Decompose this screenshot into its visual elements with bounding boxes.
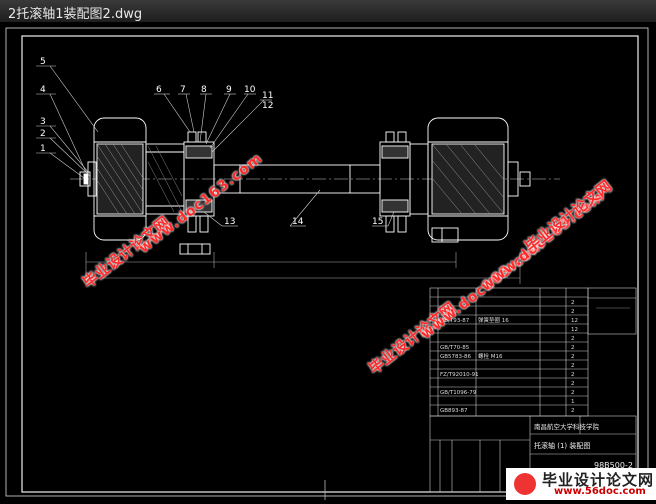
cad-drawing: 5 4 3 2 1 6 7 8 9 10 11 12 13 14 15 — [5, 27, 649, 500]
part-qty: 2 — [571, 408, 575, 414]
balloon-6: 6 — [156, 85, 162, 95]
balloon-11: 11 — [262, 91, 273, 101]
part-qty: 12 — [571, 327, 578, 333]
part-name: 螺栓 M16 — [478, 352, 503, 360]
outer-frame — [5, 27, 649, 497]
right-wheel — [427, 117, 519, 243]
school-name: 南昌航空大学科技学院 — [534, 422, 600, 431]
logo-url: www.56doc.com — [554, 486, 646, 497]
balloon-2: 2 — [40, 129, 46, 139]
part-code: GB893-87 — [440, 408, 468, 414]
right-bearing-housing — [379, 131, 429, 233]
balloon-1: 1 — [40, 144, 46, 154]
part-code: FZ/T92010-91 — [440, 372, 479, 378]
part-qty: 1 — [571, 399, 575, 405]
part-code: GB5783-86 — [440, 354, 472, 360]
balloon-14: 14 — [292, 217, 304, 227]
dimension-lines — [85, 252, 521, 284]
notes-box — [587, 287, 637, 335]
part-code: GB/T1096-79 — [440, 390, 477, 396]
logo-icon — [514, 473, 536, 495]
drawing-number: 98B500-2 — [594, 461, 633, 470]
balloon-5: 5 — [40, 57, 46, 67]
part-qty: 2 — [571, 300, 575, 306]
part-qty: 2 — [571, 363, 575, 369]
logo-text: 毕业设计论文网 — [542, 471, 655, 489]
title-block: 南昌航空大学科技学院 托滚轴 (1) 装配图 98B500-2 — [534, 422, 633, 470]
balloon-4: 4 — [40, 85, 46, 95]
part-qty: 2 — [571, 345, 575, 351]
balloon-3: 3 — [40, 117, 46, 127]
part-qty: 2 — [571, 336, 575, 342]
balloon-15: 15 — [372, 217, 383, 227]
balloon-8: 8 — [201, 85, 207, 95]
balloon-7: 7 — [180, 85, 186, 95]
window-title: 2托滚轴1装配图2.dwg — [8, 7, 143, 22]
part-qty: 2 — [571, 372, 575, 378]
balloon-12: 12 — [262, 101, 273, 111]
part-qty: 2 — [571, 354, 575, 360]
balloon-numbers: 5 4 3 2 1 6 7 8 9 10 11 12 13 14 15 — [40, 57, 383, 227]
part-code: GB/T93-87 — [440, 318, 470, 324]
left-bearing-housing — [145, 131, 215, 255]
balloon-10: 10 — [244, 85, 256, 95]
balloon-13: 13 — [224, 217, 235, 227]
part-code: GB/T70-85 — [440, 345, 470, 351]
drawing-name: 托滚轴 (1) 装配图 — [534, 441, 590, 450]
inner-frame — [21, 35, 639, 493]
part-qty: 2 — [571, 381, 575, 387]
part-qty: 2 — [571, 309, 575, 315]
part-qty: 12 — [571, 318, 578, 324]
balloon-9: 9 — [226, 85, 232, 95]
leader-lines — [36, 65, 395, 227]
site-logo: 毕业设计论文网 www.56doc.com — [506, 468, 656, 500]
part-name: 弹簧垫圈 16 — [478, 316, 509, 324]
window-title-bar: 2托滚轴1装配图2.dwg — [0, 0, 656, 23]
part-qty: 2 — [571, 390, 575, 396]
drawing-canvas[interactable]: 5 4 3 2 1 6 7 8 9 10 11 12 13 14 15 — [0, 22, 656, 500]
parts-list-text: 2 2 GB/T93-87 弹簧垫圈 16 12 12 2 GB/T70-85 … — [440, 300, 578, 414]
left-wheel — [83, 117, 147, 241]
